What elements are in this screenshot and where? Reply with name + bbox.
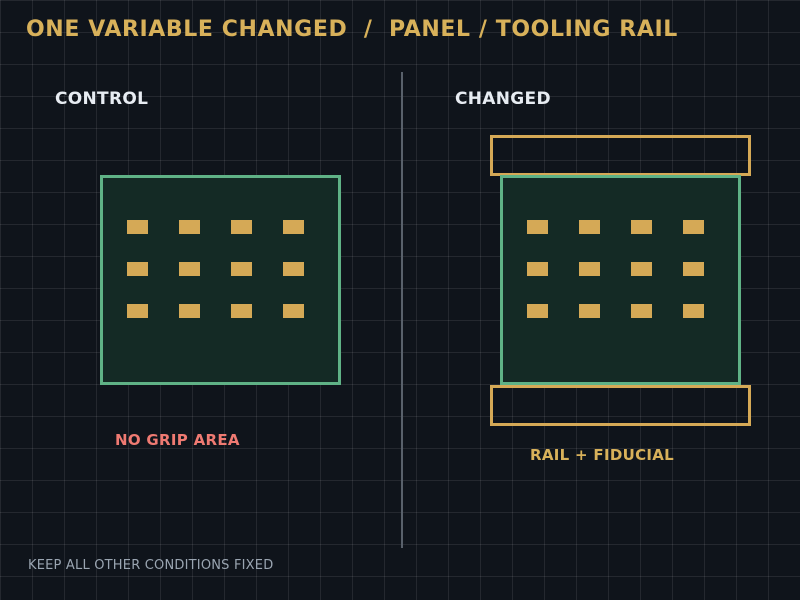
smd-pad [231, 304, 252, 318]
smd-pad [631, 262, 652, 276]
smd-pad [179, 304, 200, 318]
diagram-title: ONE VARIABLE CHANGED / PANEL / TOOLING R… [26, 17, 678, 42]
smd-pad [527, 304, 548, 318]
smd-pad [631, 220, 652, 234]
smd-pad [231, 262, 252, 276]
changed-caption: RAIL + FIDUCIAL [530, 446, 675, 464]
control-caption: NO GRIP AREA [115, 431, 240, 449]
smd-pad [127, 304, 148, 318]
smd-pad [283, 262, 304, 276]
smd-pad [631, 304, 652, 318]
smd-pad [179, 220, 200, 234]
smd-pad [231, 220, 252, 234]
smd-pad [283, 220, 304, 234]
smd-pad [579, 220, 600, 234]
smd-pad [127, 220, 148, 234]
tooling-rail-top [490, 135, 751, 176]
smd-pad [179, 262, 200, 276]
control-heading: CONTROL [55, 89, 149, 109]
smd-pad [527, 262, 548, 276]
smd-pad [283, 304, 304, 318]
changed-panel [500, 175, 741, 385]
center-divider [401, 72, 403, 548]
smd-pad [683, 262, 704, 276]
control-panel [100, 175, 341, 385]
smd-pad [127, 262, 148, 276]
smd-pad [683, 220, 704, 234]
smd-pad [579, 262, 600, 276]
smd-pad [527, 220, 548, 234]
tooling-rail-bottom [490, 385, 751, 426]
smd-pad [683, 304, 704, 318]
footer-note: KEEP ALL OTHER CONDITIONS FIXED [28, 558, 274, 573]
changed-heading: CHANGED [455, 89, 551, 109]
smd-pad [579, 304, 600, 318]
